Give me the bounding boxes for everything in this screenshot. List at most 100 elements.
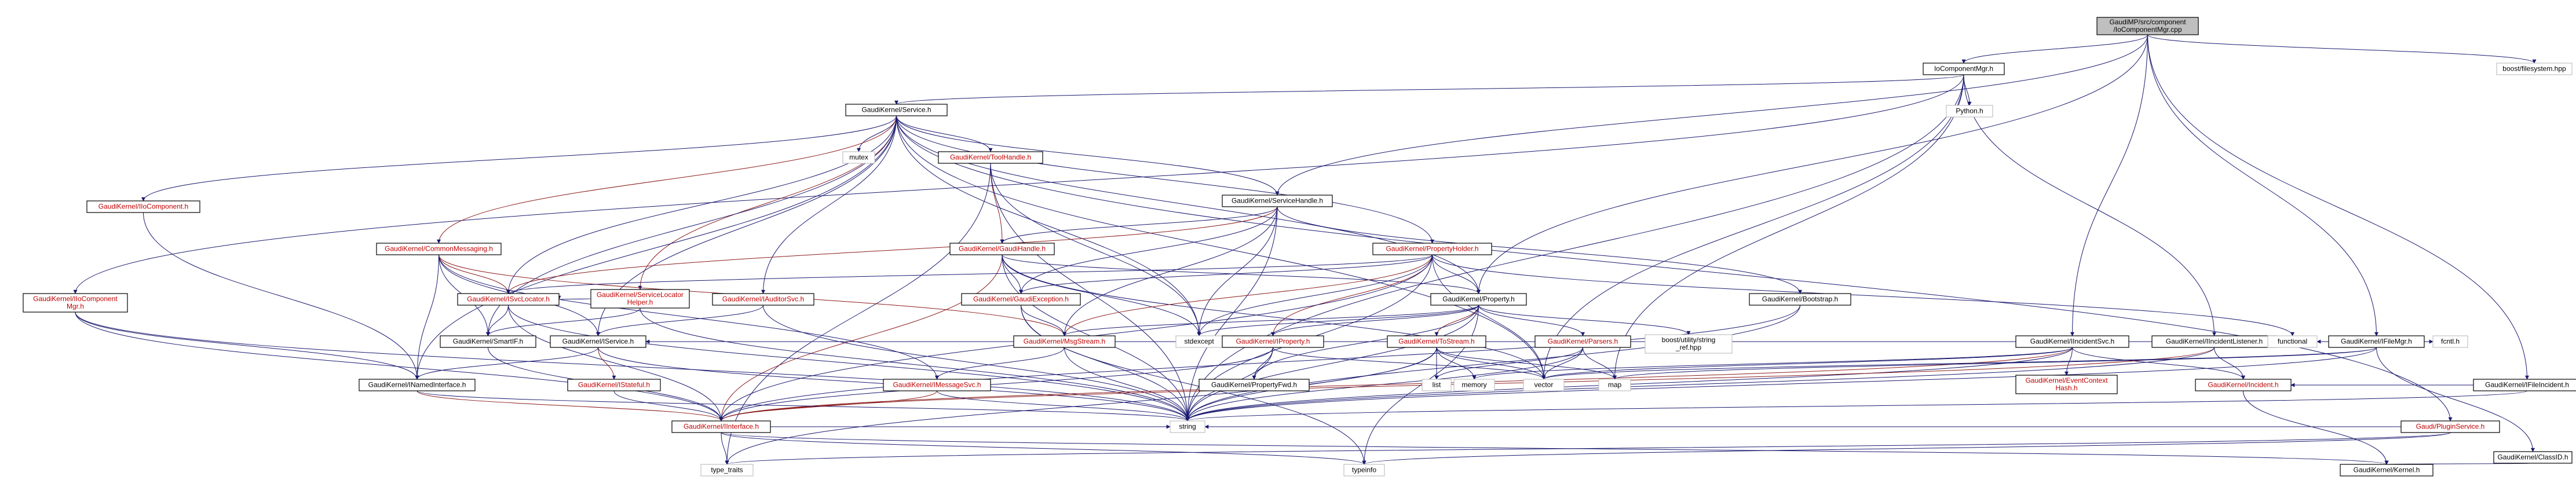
- node-gaudiexception_h[interactable]: GaudiKernel/GaudiException.h: [961, 293, 1081, 306]
- node-box: [1422, 379, 1452, 391]
- node-iiocomponent_h[interactable]: GaudiKernel/IIoComponent.h: [86, 200, 200, 213]
- node-box: [1170, 420, 1205, 433]
- edge-gaudihandle_h-to-property_h: [1002, 254, 1481, 294]
- node-propertyfwd_h[interactable]: GaudiKernel/PropertyFwd.h: [1199, 379, 1310, 391]
- node-iclassid_h[interactable]: GaudiKernel/ClassID.h: [2493, 451, 2573, 464]
- node-label: vector: [1534, 381, 1554, 389]
- node-label: memory: [1461, 381, 1486, 389]
- node-box: [2400, 420, 2500, 433]
- edge-service_h-to-pluginservice_h: [896, 115, 2453, 422]
- edge-service_h-to-servicehandle_h: [896, 115, 1280, 196]
- node-label: stdexcept: [1184, 338, 1214, 346]
- node-inamedinterface_h[interactable]: GaudiKernel/INamedInterface.h: [359, 379, 476, 391]
- edge-iiocompmgr_h-to-iinterface_h: [75, 312, 724, 422]
- node-label: GaudiKernel/GaudiException.h: [973, 295, 1069, 303]
- edge-iocompmgr_h-to-iiocompmgr_h: [73, 74, 1964, 294]
- node-propertyholder_h[interactable]: GaudiKernel/PropertyHolder.h: [1372, 243, 1492, 255]
- node-bootstrap_h[interactable]: GaudiKernel/Bootstrap.h: [1749, 293, 1851, 306]
- edge-servicehandle_h-to-gaudihandle_h: [1000, 206, 1278, 244]
- node-incident_h[interactable]: GaudiKernel/Incident.h: [2195, 379, 2292, 391]
- node-ismartif_h[interactable]: GaudiKernel/SmartIF.h: [440, 335, 536, 348]
- node-iocompmgr_h[interactable]: IoComponentMgr.h: [1923, 63, 2005, 75]
- node-istateful_h[interactable]: GaudiKernel/IStateful.h: [567, 379, 661, 391]
- node-root[interactable]: GaudiMP/src/component/IoComponentMgr.cpp: [2096, 17, 2199, 35]
- edge-inamedinterface_h-to-string: [416, 390, 1190, 422]
- edge-gaudiexception_h-to-string: [1021, 305, 1190, 422]
- node-box: [961, 293, 1081, 306]
- node-label: boost/utility/string: [1662, 336, 1716, 344]
- node-label: Python.h: [1956, 107, 1983, 115]
- edge-iinterface_h-to-type_traits: [721, 432, 729, 465]
- node-iinterface_h[interactable]: GaudiKernel/IInterface.h: [671, 420, 771, 433]
- node-functional: functional: [2267, 335, 2318, 348]
- node-msgstream_h[interactable]: GaudiKernel/MsgStream.h: [1013, 335, 1116, 348]
- node-service_h[interactable]: GaudiKernel/Service.h: [845, 104, 948, 116]
- node-kernel_h[interactable]: GaudiKernel/Kernel.h: [2340, 464, 2434, 477]
- node-servicehandle_h[interactable]: GaudiKernel/ServiceHandle.h: [1222, 195, 1333, 207]
- node-isvclocator_h[interactable]: GaudiKernel/ISvcLocator.h: [457, 293, 560, 306]
- edge-property_h-to-typeinfo: [1362, 305, 1479, 465]
- node-label: mutex: [849, 153, 868, 162]
- edge-root-to-ifilemgr_h: [2147, 34, 2378, 336]
- node-box: [1534, 335, 1631, 348]
- edge-iocompmgr_h-to-map: [1613, 74, 1964, 380]
- edge-iiocompmgr_h-to-string: [75, 312, 1190, 422]
- node-box: [1598, 379, 1631, 391]
- node-label: GaudiKernel/IAuditorSvc.h: [722, 295, 804, 303]
- node-label: /IoComponentMgr.cpp: [2113, 25, 2182, 34]
- node-ifileincident_h[interactable]: GaudiKernel/IFileIncident.h: [2473, 379, 2576, 391]
- edge-propertyholder_h-to-msgstream_h: [1062, 254, 1433, 336]
- edge-bootstrap_h-to-string: [1185, 305, 1800, 422]
- edge-iincidentsvc_h-to-iinterface_h: [719, 347, 2073, 422]
- edge-iincidentsvc_h-to-incident_h: [2072, 347, 2245, 380]
- node-box: [1199, 379, 1310, 391]
- edge-pluginservice_h-to-typeinfo: [1362, 432, 2451, 465]
- edge-commonmsg_h-to-imessagesvc_h: [439, 254, 939, 380]
- node-parsers_h[interactable]: GaudiKernel/Parsers.h: [1534, 335, 1631, 348]
- node-box: [2015, 375, 2118, 394]
- edge-svclocatorhelper_h-to-ismartif_h: [486, 307, 641, 336]
- node-label: GaudiKernel/Service.h: [861, 106, 931, 114]
- node-box: [845, 104, 948, 116]
- node-iincidentlistener_h[interactable]: GaudiKernel/IIncidentListener.h: [2151, 335, 2277, 348]
- edge-isvclocator_h-to-ismartif_h: [486, 305, 509, 336]
- node-box: [2328, 335, 2425, 348]
- node-box: [949, 243, 1055, 255]
- node-box: [550, 335, 646, 348]
- edge-tostream_h-to-type_traits: [725, 347, 1437, 465]
- node-label: boost/filesystem.hpp: [2502, 65, 2566, 73]
- node-toolhandle_h[interactable]: GaudiKernel/ToolHandle.h: [938, 151, 1043, 164]
- node-iservice_h[interactable]: GaudiKernel/IService.h: [550, 335, 646, 348]
- node-iproperty_h[interactable]: GaudiKernel/IProperty.h: [1222, 335, 1324, 348]
- node-commonmsg_h[interactable]: GaudiKernel/CommonMessaging.h: [376, 243, 502, 255]
- edge-servicehandle_h-to-bootstrap_h: [1277, 206, 1802, 294]
- node-label: GaudiKernel/PropertyHolder.h: [1386, 245, 1478, 253]
- node-iauditorsvc_h[interactable]: GaudiKernel/IAuditorSvc.h: [712, 293, 814, 306]
- node-iincidentsvc_h[interactable]: GaudiKernel/IIncidentSvc.h: [2015, 335, 2129, 348]
- edge-msgstream_h-to-string: [1064, 347, 1190, 422]
- node-gaudihandle_h[interactable]: GaudiKernel/GaudiHandle.h: [949, 243, 1055, 255]
- edge-incident_h-to-kernel_h: [2243, 390, 2389, 465]
- edge-iservice_h-to-istateful_h: [598, 347, 616, 380]
- node-box: [2195, 379, 2292, 391]
- node-pluginservice_h[interactable]: Gaudi/PluginService.h: [2400, 420, 2500, 433]
- node-box: [590, 289, 690, 309]
- edge-propertyholder_h-to-stdexcept: [1197, 254, 1433, 336]
- node-label: GaudiKernel/EventContext: [2025, 376, 2108, 384]
- node-property_h[interactable]: GaudiKernel/Property.h: [1430, 293, 1527, 306]
- node-label: GaudiKernel/IMessageSvc.h: [893, 381, 981, 389]
- node-tostream_h[interactable]: GaudiKernel/ToStream.h: [1387, 335, 1486, 348]
- node-box: [23, 293, 128, 313]
- edge-service_h-to-commonmsg_h: [437, 115, 897, 244]
- node-ifilemgr_h[interactable]: GaudiKernel/IFileMgr.h: [2328, 335, 2425, 348]
- node-imessagesvc_h[interactable]: GaudiKernel/IMessageSvc.h: [883, 379, 991, 391]
- node-label: typeinfo: [1352, 466, 1376, 474]
- edge-property_h-to-propertyfwd_h: [1252, 305, 1479, 380]
- node-box: [2496, 63, 2573, 75]
- edge-iservice_h-to-inamedinterface_h: [415, 347, 598, 380]
- edge-isvclocator_h-to-iinterface_h: [508, 305, 724, 422]
- edge-iocompmgr_h-to-python_h: [1963, 74, 1972, 106]
